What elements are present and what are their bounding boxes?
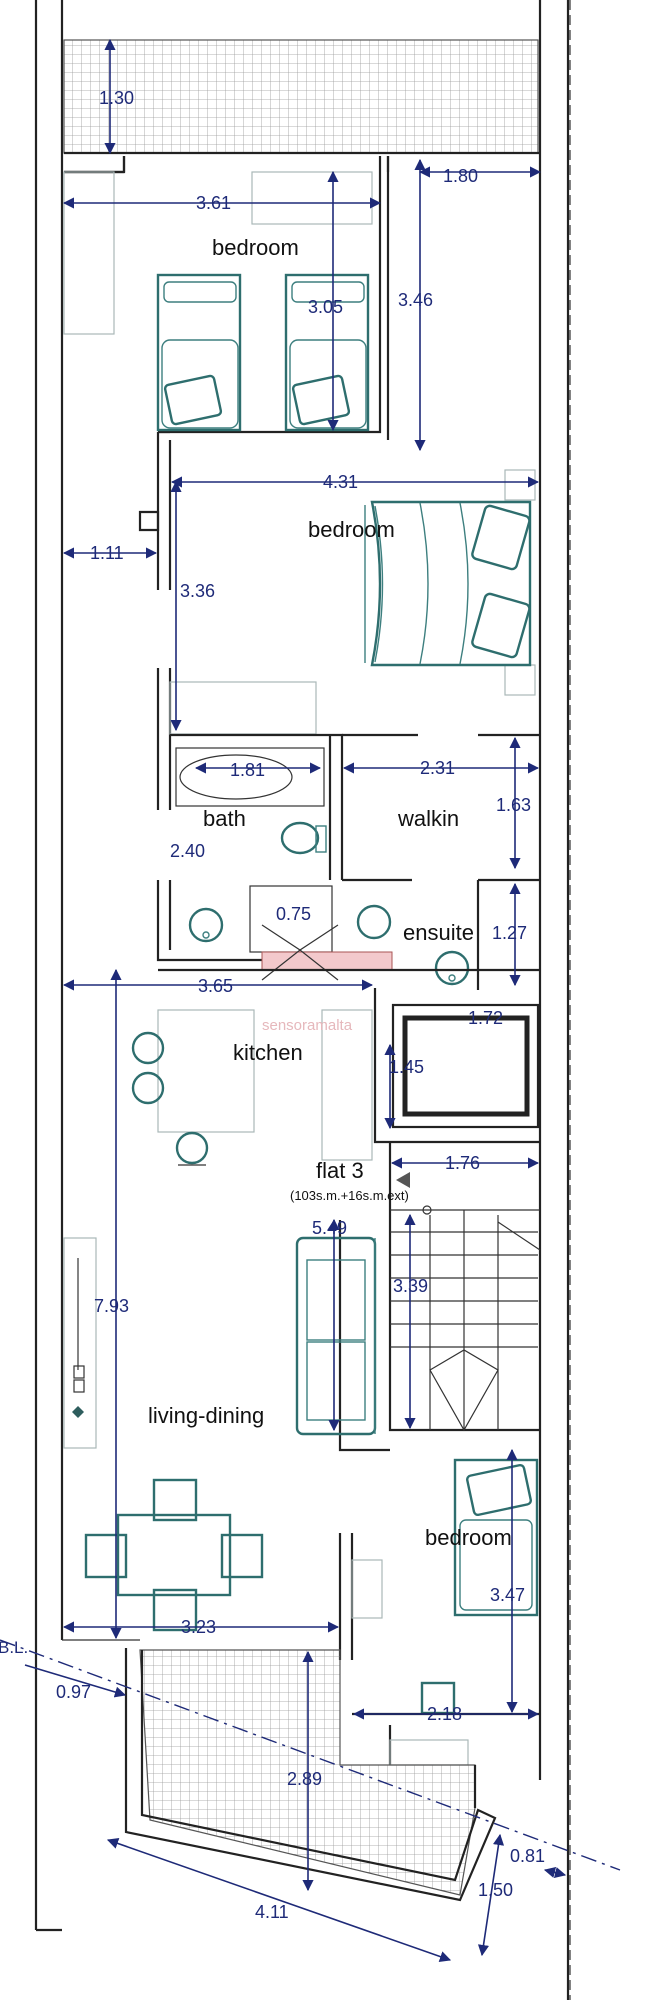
bedroom-top-walls bbox=[63, 156, 390, 590]
label-flat: flat 3 bbox=[316, 1158, 364, 1183]
dim-bedroom-middle-width: 4.31 bbox=[323, 472, 358, 492]
dim-stair-width: 1.76 bbox=[445, 1153, 480, 1173]
dim-bedroom-bottom-width: 2.18 bbox=[427, 1704, 462, 1724]
dim-terrace-width: 4.11 bbox=[255, 1902, 289, 1922]
outer-walls bbox=[34, 0, 571, 2000]
dim-bath-width: 1.81 bbox=[230, 760, 265, 780]
label-bedroom-top: bedroom bbox=[212, 235, 299, 260]
dim-corridor-width: 1.11 bbox=[90, 543, 124, 563]
boundary-line bbox=[0, 1639, 621, 1871]
kitchen-walls bbox=[131, 988, 540, 1166]
dim-terrace-side: 1.50 bbox=[478, 1880, 513, 1900]
watermark: sensoramalta bbox=[262, 1017, 353, 1034]
dim-stair-depth: 3.39 bbox=[393, 1276, 428, 1296]
dim-bedroom-top-width: 3.61 bbox=[196, 193, 231, 213]
dim-lift-depth: 1.45 bbox=[389, 1057, 424, 1077]
label-bath: bath bbox=[203, 806, 246, 831]
dim-right-height-top: 3.46 bbox=[398, 290, 433, 310]
label-living-dining: living-dining bbox=[148, 1403, 264, 1428]
dim-lift-width: 1.72 bbox=[468, 1008, 503, 1028]
dim-total-length: 7.93 bbox=[94, 1296, 129, 1316]
dim-bedroom-bottom-depth: 3.47 bbox=[490, 1585, 525, 1605]
dim-ensuite-depth: 1.27 bbox=[492, 923, 527, 943]
dimension-lines bbox=[24, 38, 567, 1962]
bottom-terrace bbox=[62, 1639, 497, 1902]
dim-walkin-depth: 1.63 bbox=[496, 795, 531, 815]
living-dining-walls bbox=[63, 1220, 390, 1452]
dim-right-strip-top: 1.80 bbox=[443, 166, 478, 186]
dim-boundary-label: B.L. bbox=[0, 1638, 28, 1657]
sofa bbox=[295, 1236, 377, 1436]
central-hall bbox=[158, 924, 540, 981]
label-kitchen: kitchen bbox=[233, 1040, 303, 1065]
dim-living-width: 3.23 bbox=[181, 1617, 216, 1637]
dim-walkin-width: 2.31 bbox=[420, 758, 455, 778]
label-walkin: walkin bbox=[397, 806, 459, 831]
dim-bedroom-middle-depth: 3.36 bbox=[180, 581, 215, 601]
dining-set bbox=[84, 1478, 264, 1632]
dim-bath-depth: 2.40 bbox=[170, 841, 205, 861]
dim-top-terrace-depth: 1.30 bbox=[99, 88, 134, 108]
label-bedroom-bottom: bedroom bbox=[425, 1525, 512, 1550]
dim-terrace-right-offset: 0.81 bbox=[510, 1846, 545, 1866]
dim-kitchen-width: 3.65 bbox=[198, 976, 233, 996]
dim-terrace-offset: 0.97 bbox=[56, 1682, 91, 1702]
bath-walls bbox=[156, 733, 540, 990]
dim-living-length: 5.49 bbox=[312, 1218, 347, 1238]
double-bed bbox=[364, 500, 532, 667]
sanitary-fixtures bbox=[188, 821, 470, 986]
dim-terrace-depth: 2.89 bbox=[287, 1769, 322, 1789]
label-area-note: (103s.m.+16s.m.ext) bbox=[290, 1188, 409, 1203]
dim-door-width: 0.75 bbox=[276, 904, 311, 924]
label-ensuite: ensuite bbox=[403, 920, 474, 945]
top-terrace bbox=[63, 39, 540, 155]
dim-bedroom-top-depth: 3.05 bbox=[308, 297, 343, 317]
label-bedroom-middle: bedroom bbox=[308, 517, 395, 542]
